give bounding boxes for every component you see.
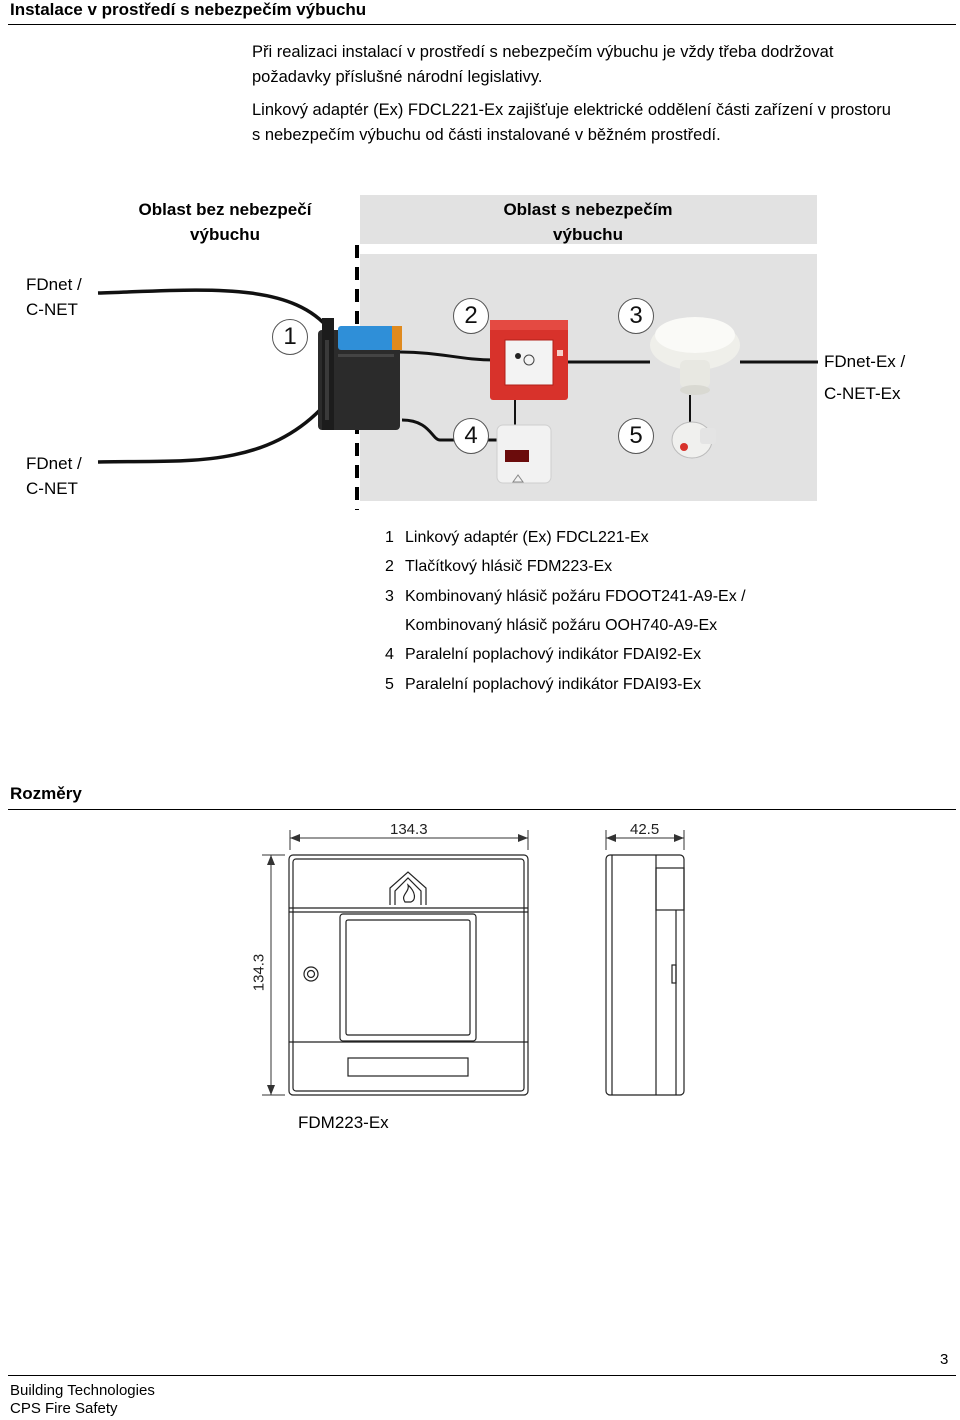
label-fdnet-ex-line-1: FDnet-Ex /: [824, 352, 906, 371]
legend-text: Kombinovaný hlásič požáru FDOOT241-A9-Ex…: [405, 588, 746, 605]
cable-fdnet-in: [97, 288, 332, 332]
legend-number: 4: [385, 646, 394, 663]
legend-text: Kombinovaný hlásič požáru OOH740-A9-Ex: [405, 617, 718, 634]
legend-item: 2 Tlačítkový hlásič FDM223-Ex: [385, 557, 612, 577]
intro-paragraph-2-line-1: Linkový adaptér (Ex) FDCL221-Ex zajišťuj…: [252, 101, 891, 119]
drawing-caption: FDM223-Ex: [298, 1113, 389, 1132]
label-fdnet-top: FDnet / C-NET: [26, 272, 82, 322]
ex-zone-title-line-2: výbuchu: [553, 225, 623, 244]
cable-ex-1: [399, 350, 496, 362]
legend-item: Kombinovaný hlásič požáru OOH740-A9-Ex: [385, 616, 717, 636]
side-view: [605, 854, 685, 1096]
combined-detector-device: [650, 317, 740, 395]
label-fdnet-top-line-2: C-NET: [26, 300, 78, 319]
cable-ex-4: [401, 418, 500, 442]
line-adapter-device: [318, 318, 402, 430]
legend-number: 3: [385, 588, 394, 605]
legend-item: 1 Linkový adaptér (Ex) FDCL221-Ex: [385, 528, 649, 548]
label-fdnet-bottom-line-1: FDnet /: [26, 454, 82, 473]
label-fdnet-top-line-1: FDnet /: [26, 275, 82, 294]
dimensions-rule: [8, 809, 956, 810]
dimension-height-label: 134.3: [250, 953, 268, 992]
dimension-svg: [262, 830, 685, 1096]
section-heading-installation: Instalace v prostředí s nebezpečím výbuc…: [10, 0, 367, 19]
label-fdnet-ex-line-2: C-NET-Ex: [824, 384, 901, 403]
callout-2: 2: [453, 298, 489, 334]
legend-item: 5 Paralelní poplachový indikátor FDAI93-E…: [385, 675, 701, 695]
legend-number: 2: [385, 558, 394, 575]
label-fdnet-bottom: FDnet / C-NET: [26, 451, 82, 501]
ex-zone-title-line-1: Oblast s nebezpečím: [503, 200, 673, 219]
callout-1: 1: [272, 319, 308, 355]
manual-call-point-device: [490, 320, 568, 400]
safe-zone-title-line-1: Oblast bez nebezpečí: [138, 200, 312, 219]
dimension-depth-label: 42.5: [630, 821, 660, 838]
intro-paragraph-1: Při realizaci instalací v prostředí s ne…: [252, 40, 952, 90]
intro-paragraph-1-line-2: požadavky příslušné národní legislativy.: [252, 68, 543, 86]
legend-number: 1: [385, 529, 394, 546]
intro-paragraph-2-line-2: s nebezpečím výbuchu od části instalovan…: [252, 126, 721, 144]
wiring-svg: [97, 245, 818, 510]
dimension-width-label: 134.3: [390, 821, 428, 838]
intro-paragraph-1-line-1: Při realizaci instalací v prostředí s ne…: [252, 43, 834, 61]
callout-4: 4: [453, 418, 489, 454]
safe-zone-title: Oblast bez nebezpečí výbuchu: [120, 197, 330, 247]
indicator-fdai92-device: [496, 424, 552, 484]
safe-zone-title-line-2: výbuchu: [190, 225, 260, 244]
legend-text: Tlačítkový hlásič FDM223-Ex: [405, 558, 613, 575]
legend-number: 5: [385, 676, 394, 693]
legend-item: 4 Paralelní poplachový indikátor FDAI92-E…: [385, 645, 701, 665]
front-view: [288, 854, 529, 1096]
legend-text: Paralelní poplachový indikátor FDAI92-Ex: [405, 646, 702, 663]
callout-3: 3: [618, 298, 654, 334]
footer-division: CPS Fire Safety: [10, 1400, 118, 1417]
footer-company: Building Technologies: [10, 1382, 155, 1399]
footer-rule: [8, 1375, 956, 1376]
legend-text: Linkový adaptér (Ex) FDCL221-Ex: [405, 529, 649, 546]
indicator-fdai93-device: [671, 421, 716, 459]
page-number: 3: [940, 1351, 949, 1368]
legend-item: 3 Kombinovaný hlásič požáru FDOOT241-A9-E…: [385, 587, 746, 607]
heading-rule: [8, 24, 956, 25]
legend-text: Paralelní poplachový indikátor FDAI93-Ex: [405, 676, 702, 693]
callout-5: 5: [618, 418, 654, 454]
ex-zone-bg: [360, 254, 817, 501]
intro-paragraph-2: Linkový adaptér (Ex) FDCL221-Ex zajišťuj…: [252, 98, 956, 148]
ex-zone-header-bg: [360, 195, 817, 244]
section-heading-dimensions: Rozměry: [10, 784, 82, 803]
label-fdnet-ex: FDnet-Ex / C-NET-Ex: [824, 346, 905, 410]
label-fdnet-bottom-line-2: C-NET: [26, 479, 78, 498]
ex-zone-title: Oblast s nebezpečím výbuchu: [470, 197, 706, 247]
cable-fdnet-out: [97, 408, 322, 464]
